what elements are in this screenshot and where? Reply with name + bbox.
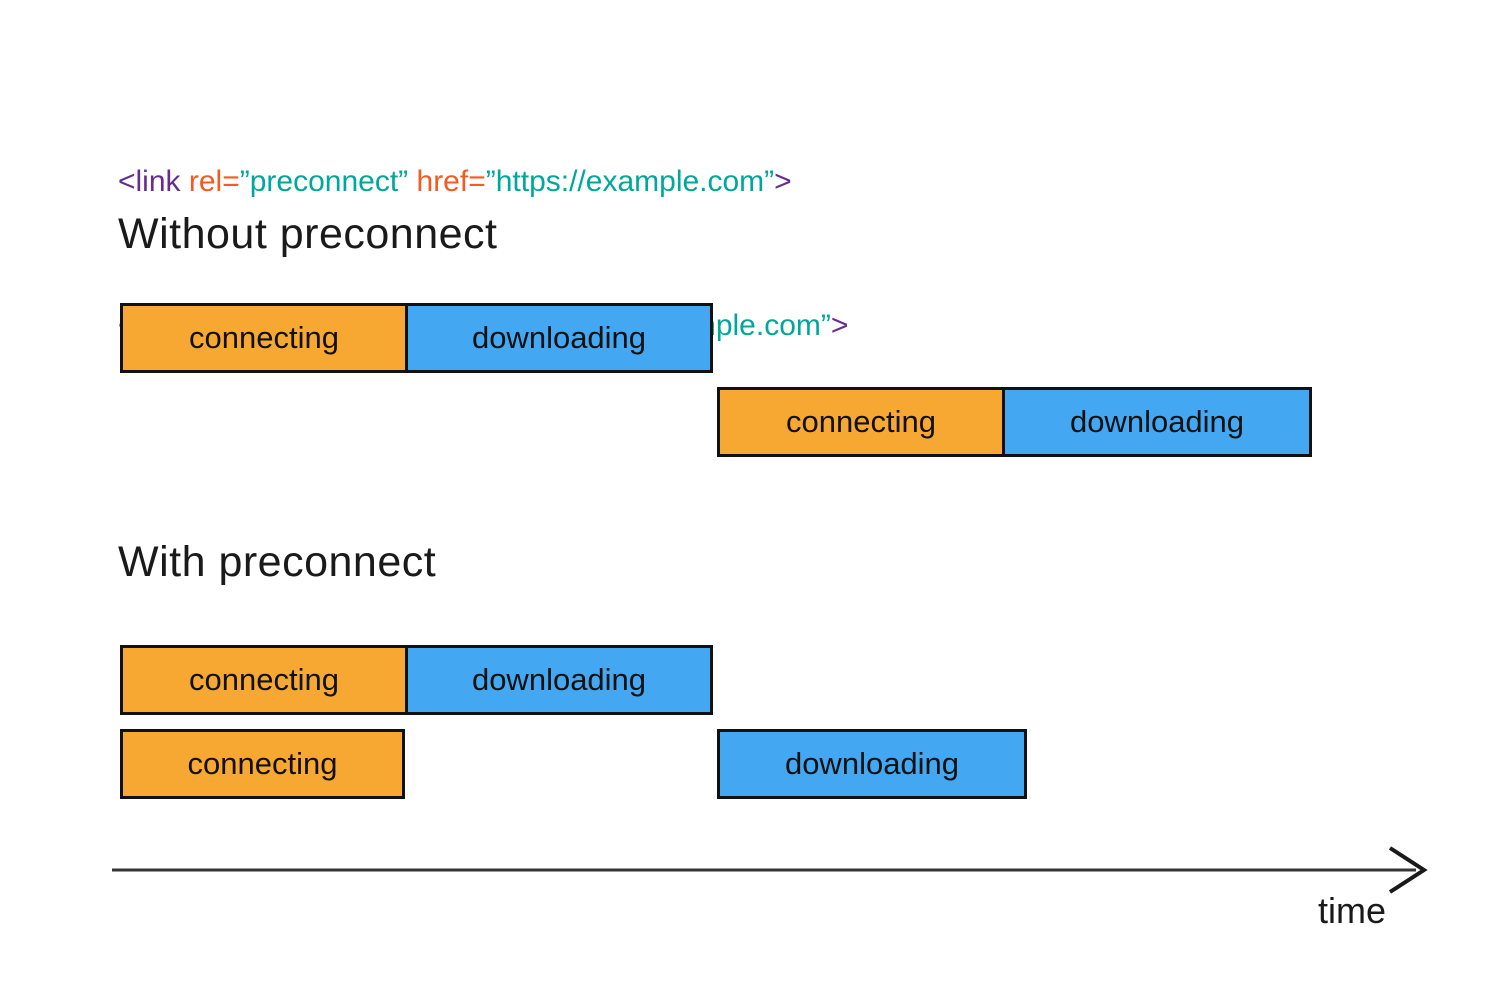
connecting-segment: connecting [123, 648, 405, 712]
timeline-bar-without-request1: connecting downloading [120, 303, 713, 373]
downloading-segment: downloading [717, 729, 1027, 799]
segment-label: connecting [187, 746, 338, 781]
code-token-tag: > [830, 309, 849, 342]
downloading-segment: downloading [405, 648, 710, 712]
segment-label: downloading [784, 746, 960, 781]
downloading-segment: downloading [405, 306, 710, 370]
code-token-attr: href= [408, 165, 486, 198]
timeline-bar-without-request2: connecting downloading [717, 387, 1312, 457]
segment-label: connecting [189, 662, 339, 697]
connecting-segment: connecting [720, 390, 1002, 454]
segment-label: connecting [189, 320, 339, 355]
segment-label: connecting [786, 404, 936, 439]
code-line-1: <link rel=”preconnect” href=”https://exa… [118, 158, 848, 206]
code-token-tag: <link [118, 165, 181, 198]
code-token-value: ”https://example.com” [485, 165, 775, 198]
code-token-tag: > [774, 165, 792, 198]
segment-label: downloading [471, 662, 647, 697]
downloading-segment: downloading [1002, 390, 1309, 454]
timeline-bar-with-request1: connecting downloading [120, 645, 713, 715]
time-axis-label: time [1318, 890, 1387, 931]
segment-label: downloading [1069, 404, 1245, 439]
section-title-without-preconnect: Without preconnect [118, 210, 498, 258]
time-axis-arrow [112, 846, 1428, 894]
code-token-value: ”preconnect” [239, 165, 409, 198]
code-token-attr: rel= [180, 165, 240, 198]
connecting-segment: connecting [120, 729, 405, 799]
segment-label: downloading [471, 320, 647, 355]
connecting-segment: connecting [123, 306, 405, 370]
section-title-with-preconnect: With preconnect [118, 538, 437, 586]
